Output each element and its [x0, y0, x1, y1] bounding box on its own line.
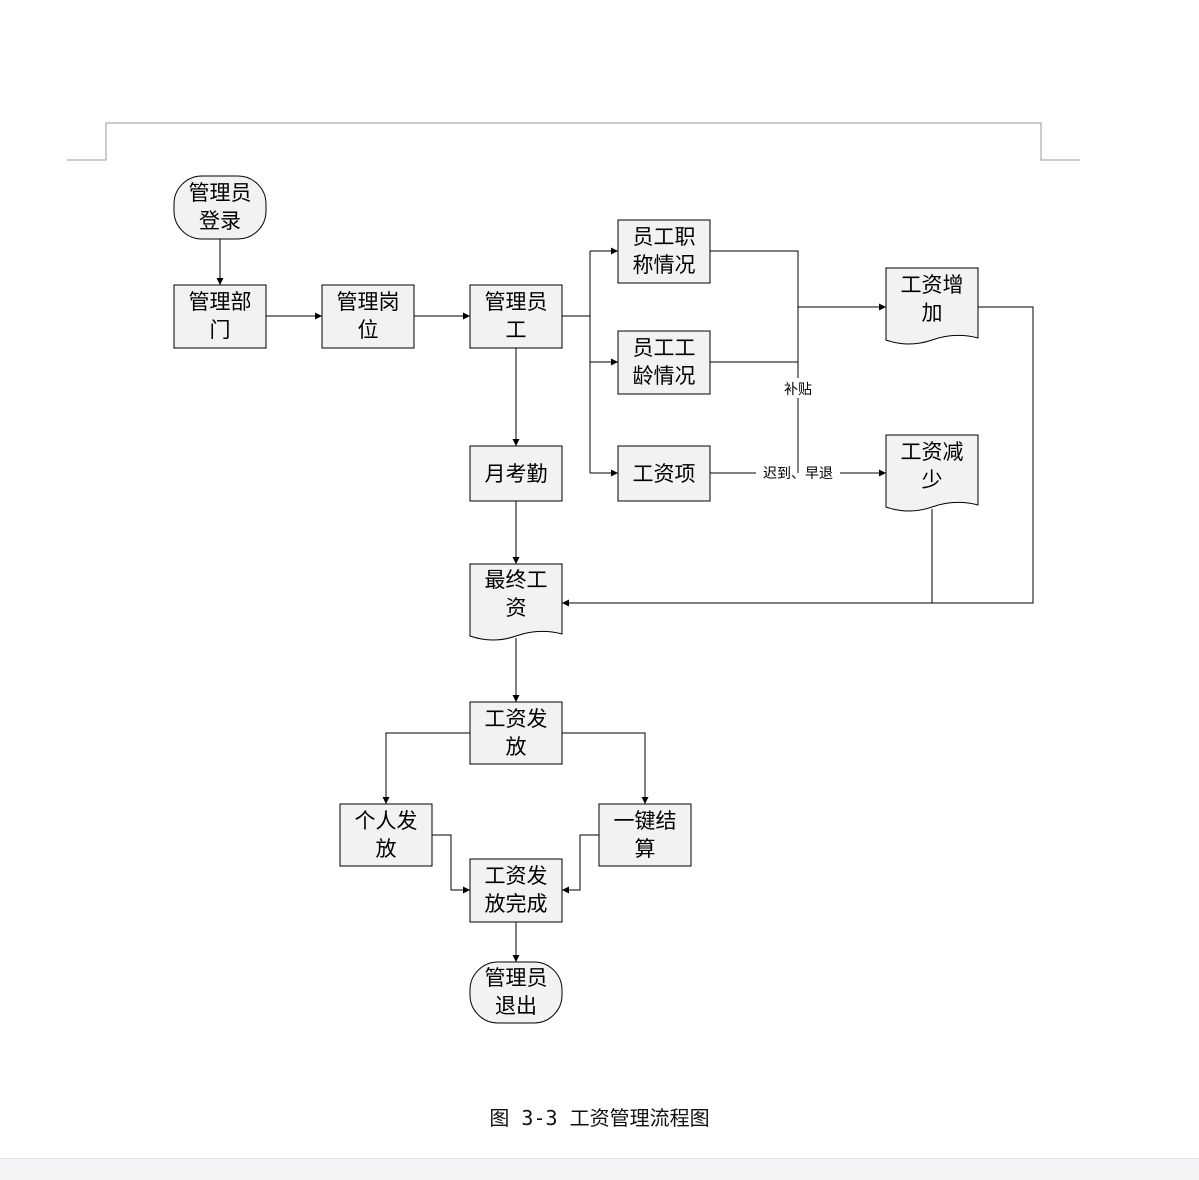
salary-decrease-label-1: 工资减	[901, 440, 964, 464]
final-salary-label-1: 最终工	[485, 568, 548, 592]
staff-seniority-label-1: 员工工	[633, 336, 696, 360]
salary-increase-label-2: 加	[922, 301, 943, 325]
edge-increase-to-final	[562, 306, 1034, 607]
manage-dept-label-1: 管理部	[189, 290, 252, 314]
salary-pay-label-2: 放	[506, 735, 527, 759]
bottom-status-strip	[0, 1158, 1199, 1180]
admin-login-label-2: 登录	[199, 209, 241, 233]
pay-done-label-1: 工资发	[485, 864, 548, 888]
edge-label-late-early: 迟到、早退	[763, 466, 833, 482]
manage-dept-node	[173, 284, 267, 349]
one-click-settle-label-2: 算	[635, 837, 656, 861]
staff-title-node	[617, 219, 711, 284]
salary-increase-node	[885, 267, 979, 345]
final-salary-label-2: 资	[506, 596, 527, 620]
manage-staff-label-2: 工	[506, 318, 527, 342]
monthly-attendance-node	[469, 445, 563, 502]
manage-post-node	[321, 284, 415, 349]
staff-title-label-2: 称情况	[633, 253, 696, 277]
manage-staff-node	[469, 284, 563, 349]
figure-caption: 图 3-3 工资管理流程图	[489, 1106, 710, 1130]
salary-pay-label-1: 工资发	[485, 707, 548, 731]
final-salary-node	[469, 563, 563, 641]
edge-one-click-to-done	[562, 834, 599, 894]
page-header-rule	[67, 122, 1080, 161]
personal-pay-label-2: 放	[376, 837, 397, 861]
edge-label-allowance: 补贴	[784, 382, 812, 398]
salary-decrease-node	[885, 434, 979, 512]
one-click-settle-label-1: 一键结	[614, 809, 677, 833]
manage-post-label-2: 位	[358, 318, 379, 342]
edge-personal-to-done	[432, 834, 470, 894]
manage-post-label-1: 管理岗	[337, 290, 400, 314]
edge-title-to-merge	[710, 250, 799, 363]
staff-seniority-node	[617, 330, 711, 395]
admin-logout-label-1: 管理员	[485, 966, 548, 990]
staff-title-label-1: 员工职	[633, 225, 696, 249]
personal-pay-label-1: 个人发	[355, 809, 418, 833]
manage-staff-label-1: 管理员	[485, 290, 548, 314]
manage-dept-label-2: 门	[210, 318, 231, 342]
monthly-attendance-label: 月考勤	[485, 462, 548, 486]
admin-logout-label-2: 退出	[495, 994, 537, 1018]
edge-pay-to-personal	[382, 732, 470, 804]
node-labels: 管理员 登录 管理部 门 管理岗 位 管理员 工 员工职 称情况 员工工 龄情况…	[189, 181, 964, 1018]
salary-item-label: 工资项	[633, 462, 696, 486]
personal-pay-node	[339, 803, 433, 867]
salary-decrease-label-2: 少	[922, 468, 943, 492]
salary-increase-label-1: 工资增	[901, 273, 964, 297]
admin-login-label-1: 管理员	[189, 181, 252, 205]
edge-pay-to-one-click	[562, 732, 649, 804]
pay-done-label-2: 放完成	[485, 892, 548, 916]
staff-seniority-label-2: 龄情况	[633, 364, 696, 388]
salary-item-node	[617, 445, 711, 502]
